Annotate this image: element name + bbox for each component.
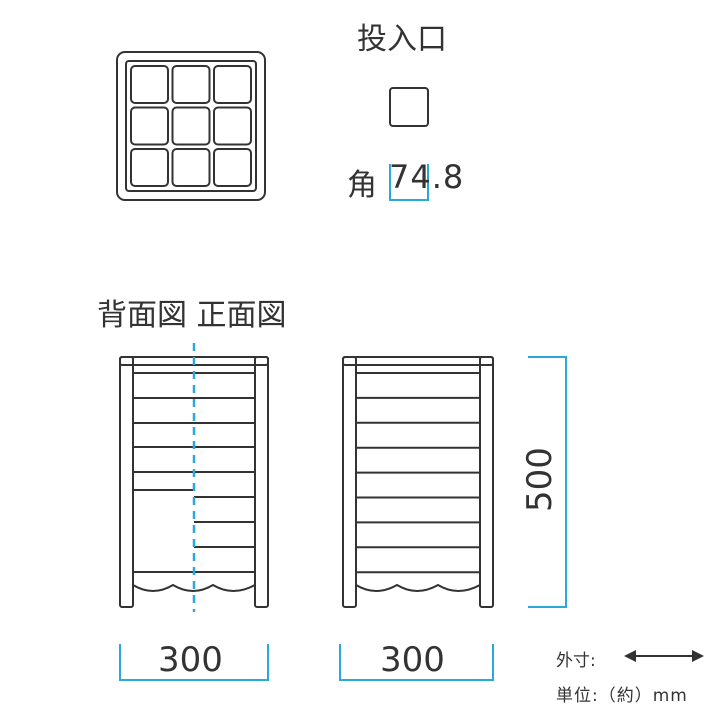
outer-dimension-label: 外寸: [556,651,596,671]
grid-cell [171,106,211,146]
slot-size: 74.8 [389,158,465,196]
front-view [342,356,494,608]
front-width-value: 300 [380,640,445,680]
views-title: 背面図 正面図 [97,298,287,333]
slot-prefix: 角 [347,168,377,203]
top-view [116,51,266,201]
grid-cell [130,148,169,187]
grid-cell [130,106,169,146]
back-width-dimension-line [119,644,269,681]
grid-cell [213,106,252,146]
slot-square [389,87,429,127]
grid-cell [213,148,252,187]
height-value: 500 [520,447,560,512]
grid-cell [130,65,169,104]
height-dimension-line [528,356,567,608]
front-width-dimension-line [339,644,494,681]
grid-cell [213,65,252,104]
unit-label: 単位:（約）mm [556,686,688,706]
grid-cell [171,65,211,104]
grid-cell [171,148,211,187]
slot-label: 投入口 [357,22,447,57]
slot-dimension-bracket [389,164,429,201]
double-arrow-icon [624,650,704,662]
back-width-value: 300 [158,640,223,680]
